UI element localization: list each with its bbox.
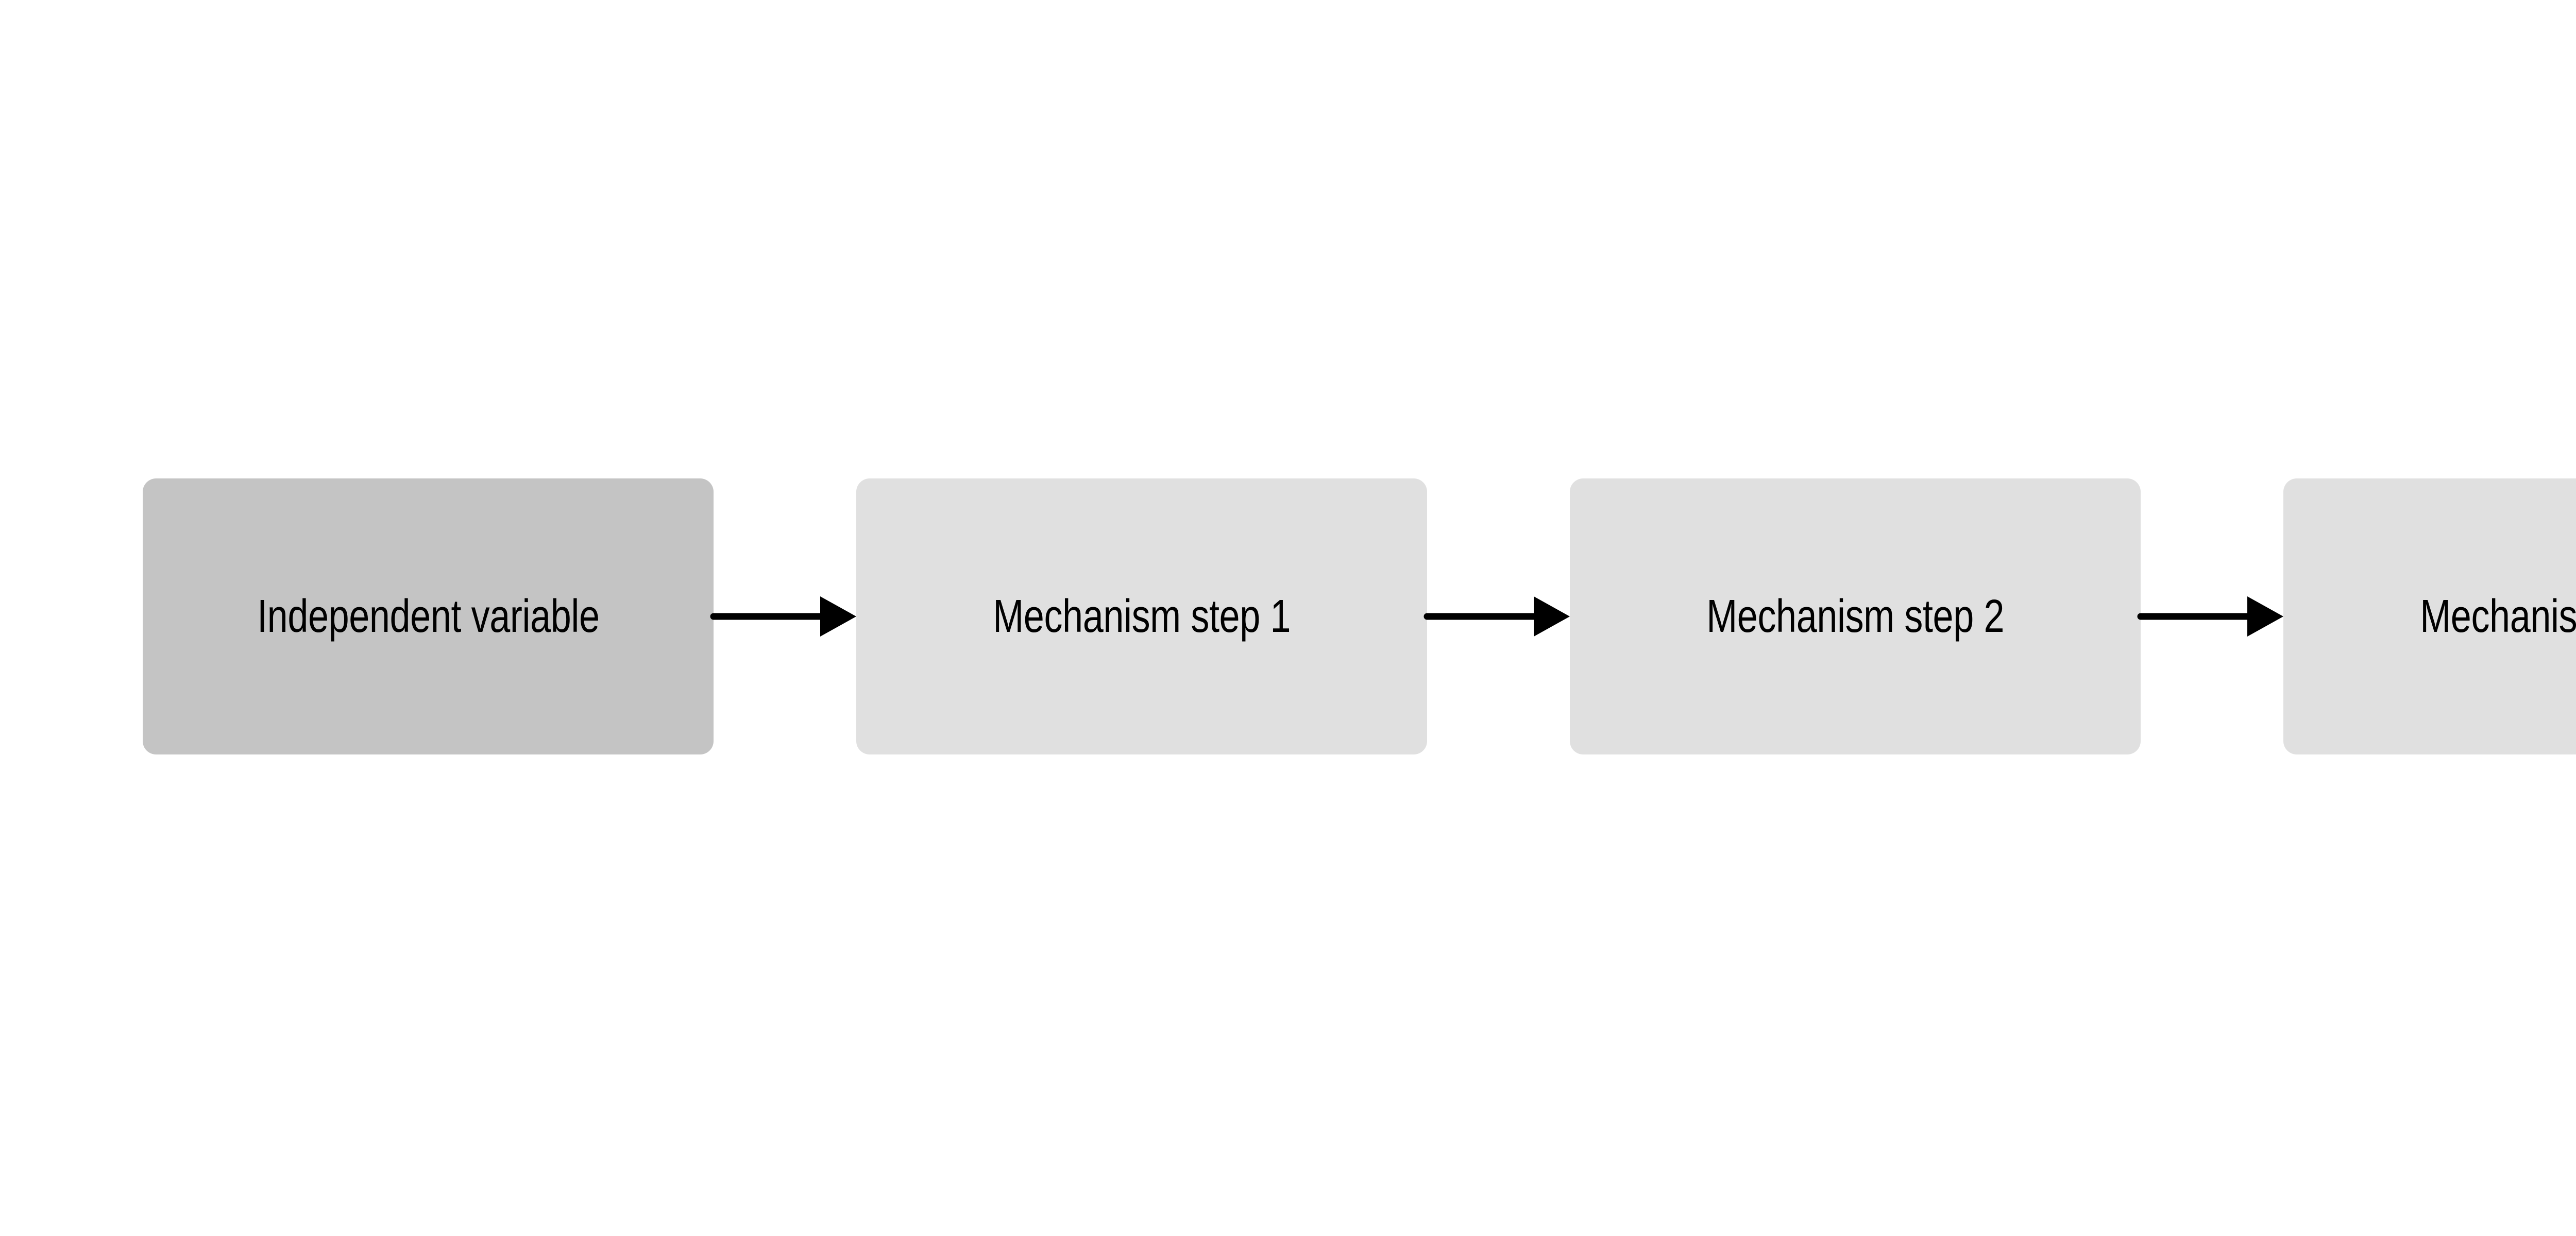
flowchart-row: Independent variable Mechanism step 1 (143, 478, 2576, 754)
node-label: Mechanism step 1 (993, 591, 1291, 642)
connector-arrow-1 (710, 596, 856, 637)
node-mechanism-step-2[interactable]: Mechanism step 2 (1570, 478, 2141, 754)
node-label: Mechanism step 3 (2420, 591, 2576, 642)
connector-arrow-3 (2137, 596, 2283, 637)
arrow-right-icon (2137, 596, 2283, 637)
node-mechanism-step-3[interactable]: Mechanism step 3 (2283, 478, 2576, 754)
arrow-right-icon (710, 596, 856, 637)
node-independent-variable[interactable]: Independent variable (143, 478, 714, 754)
connector-arrow-2 (1423, 596, 1570, 637)
arrow-right-icon (1423, 596, 1570, 637)
node-label: Independent variable (257, 591, 600, 642)
node-label: Mechanism step 2 (1706, 591, 2004, 642)
node-mechanism-step-1[interactable]: Mechanism step 1 (856, 478, 1427, 754)
